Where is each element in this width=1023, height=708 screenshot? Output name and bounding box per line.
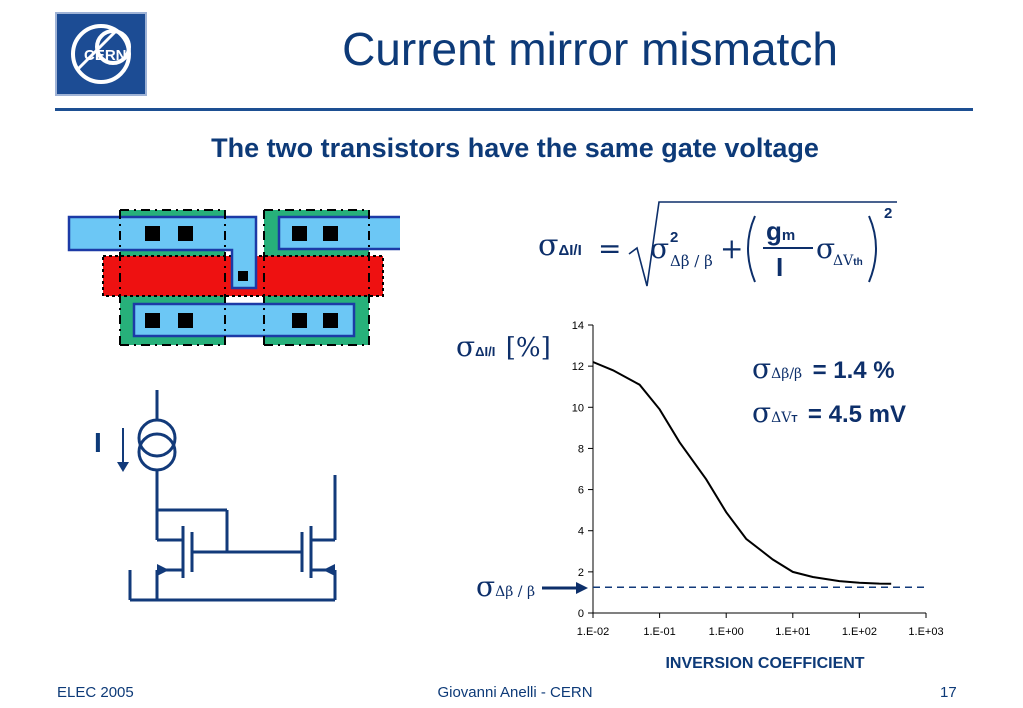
formula-term2: σ <box>816 232 835 265</box>
beta-arrow-label: σΔβ / β <box>476 570 535 603</box>
beta-value-text: = 1.4 % <box>812 357 895 384</box>
beta-mismatch-value: σΔβ/β = 1.4 % <box>752 352 895 385</box>
vt-value-subscript: ΔV <box>771 410 792 426</box>
y-tick-label: 12 <box>572 361 584 373</box>
formula-term1: σ <box>650 232 669 265</box>
formula-term2-sub: ΔVth <box>833 252 863 269</box>
y-tick-label: 6 <box>578 485 584 497</box>
x-tick-label: 1.E+03 <box>908 626 943 638</box>
x-tick-label: 1.E-01 <box>643 626 675 638</box>
formula-radical <box>628 201 897 287</box>
y-tick-label: 8 <box>578 443 584 455</box>
formula-term2-subscript: ΔV <box>833 253 854 269</box>
arrow-symbol: σ <box>476 570 496 603</box>
formula-term1-sup: 2 <box>670 229 679 246</box>
y-tick-label: 14 <box>572 320 584 332</box>
metal-bottom <box>132 302 356 338</box>
mismatch-curve <box>592 361 892 585</box>
arrow-subscript: Δβ / β <box>495 584 536 600</box>
formula-term2-symbol: σ <box>816 232 836 265</box>
current-mirror-schematic: I <box>94 390 337 602</box>
footer-page-number: 17 <box>940 684 957 701</box>
formula-lhs: σΔI/I <box>538 228 582 263</box>
vt-value-subsubscript: T <box>791 414 798 425</box>
current-label: I <box>94 427 102 458</box>
beta-arrow <box>542 582 588 594</box>
cern-logo: CERN <box>55 12 147 96</box>
title-divider <box>55 108 973 111</box>
y-tick-label: 2 <box>578 567 584 579</box>
beta-value-symbol: σ <box>752 352 772 385</box>
x-tick-label: 1.E-02 <box>577 626 609 638</box>
active-outline <box>119 209 370 346</box>
page-title: Current mirror mismatch <box>342 23 838 75</box>
layout-drawing <box>67 209 400 346</box>
beta-value-subscript: Δβ/β <box>771 366 803 382</box>
formula-plus: + <box>720 232 744 265</box>
inversion-chart: 0 2 4 6 8 10 12 14 1.E-02 1.E-01 1.E+00 1.E+01 1.E+0… <box>572 320 944 638</box>
y-label-subscript: ΔI/I <box>475 344 496 359</box>
x-tick-label: 1.E+02 <box>842 626 877 638</box>
x-tick-label: 1.E+00 <box>709 626 744 638</box>
y-tick-label: 10 <box>572 402 584 414</box>
y-tick-label: 4 <box>578 526 584 538</box>
formula-equals: = <box>598 232 622 265</box>
formula-lhs-symbol: σ <box>538 228 559 263</box>
formula-denominator: I <box>776 252 784 282</box>
page-subtitle: The two transistors have the same gate v… <box>211 133 819 163</box>
formula-term2-subsubscript: th <box>853 257 863 268</box>
metal-top-left <box>67 215 258 290</box>
formula-outer-power: 2 <box>884 205 893 222</box>
x-axis-title: INVERSION COEFFICIENT <box>665 655 865 672</box>
contacts <box>145 226 338 328</box>
formula-term1-sub: Δβ / β <box>670 252 713 270</box>
formula-term1-symbol: σ <box>650 232 670 265</box>
formula-numerator-sub: m <box>781 227 796 244</box>
y-label-unit: [%] <box>505 333 551 363</box>
vt-value-symbol: σ <box>752 396 772 429</box>
formula-lhs-subscript: ΔI/I <box>558 242 582 259</box>
cern-logo-text: CERN <box>84 47 127 64</box>
formula-numerator-g: g <box>766 216 782 246</box>
formula-numerator: gm <box>766 216 795 247</box>
footer-course: ELEC 2005 <box>57 684 134 701</box>
y-tick-label: 0 <box>578 608 584 620</box>
vt-value-text: = 4.5 mV <box>807 401 906 428</box>
footer-author: Giovanni Anelli - CERN <box>437 684 593 701</box>
y-label-symbol: σ <box>456 330 476 363</box>
x-tick-label: 1.E+01 <box>775 626 810 638</box>
vt-mismatch-value: σΔVT = 4.5 mV <box>752 396 906 429</box>
y-axis-label: σΔI/I [%] <box>456 330 551 363</box>
